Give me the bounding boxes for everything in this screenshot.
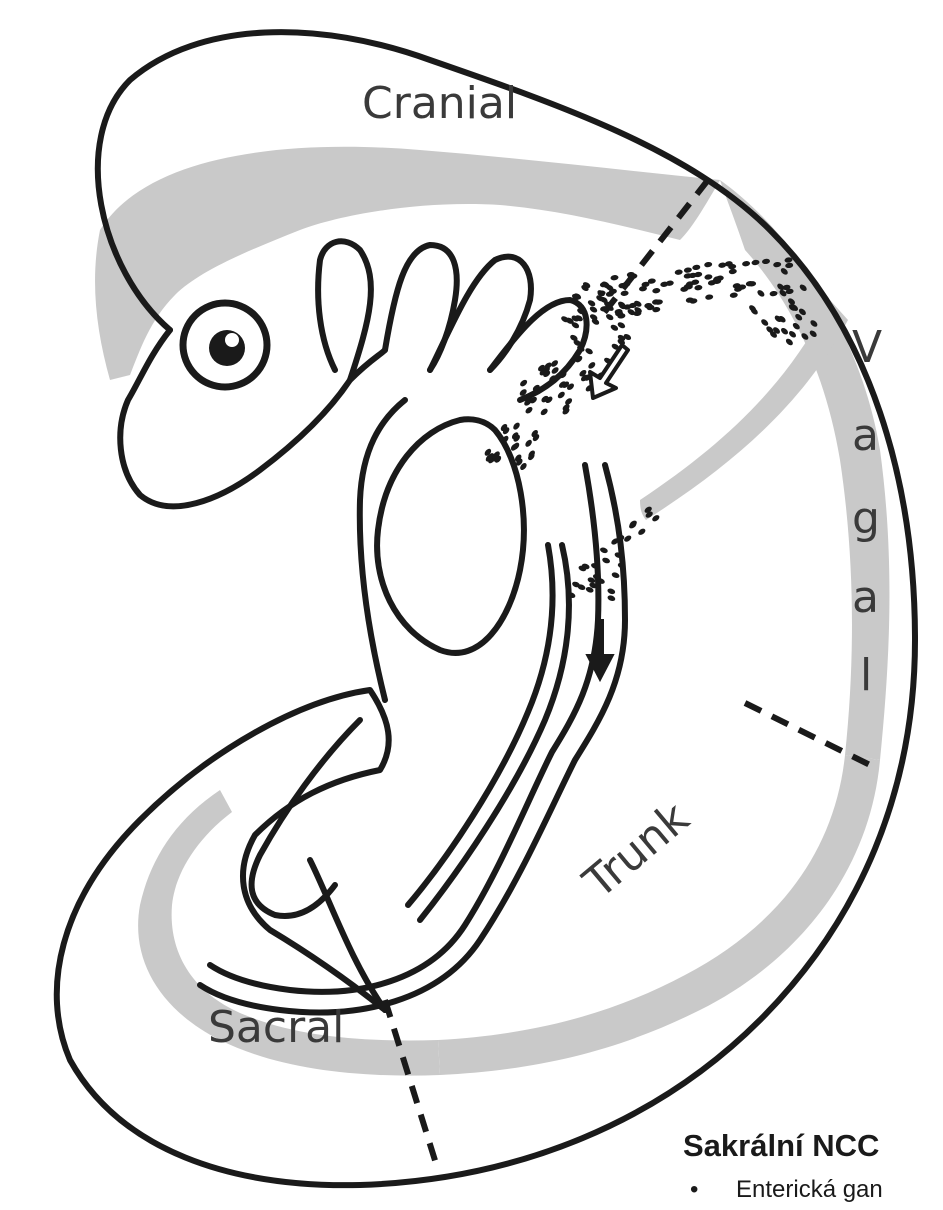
ncc-dot [519, 379, 528, 388]
open-migration-arrow [590, 345, 628, 398]
sacral-label: Sacral [208, 1002, 344, 1053]
ncc-dot [728, 268, 737, 274]
trunk-label: Trunk [574, 792, 700, 909]
pharyngeal-arch-2 [385, 245, 457, 370]
neck-line [360, 400, 405, 700]
ncc-dot [705, 294, 714, 300]
head-face-contour [120, 330, 385, 506]
ncc-dot [605, 313, 615, 322]
ncc-dot [617, 321, 627, 330]
ncc-dot [620, 290, 629, 296]
heart-bulge [377, 419, 524, 653]
cranial-label: Cranial [362, 78, 517, 129]
ncc-dot [512, 421, 521, 430]
ncc-dot [610, 323, 620, 332]
ncc-dot [607, 587, 616, 595]
neural-crest-band [95, 147, 889, 1076]
pharyngeal-arch-3 [430, 257, 531, 370]
ncc-dot [599, 546, 608, 554]
ncc-dot [557, 390, 566, 399]
slide-heading: Sakrální NCC [683, 1128, 879, 1164]
ncc-dot [524, 439, 533, 448]
tail-fold [252, 720, 360, 916]
vagal-letter-a1: a [852, 410, 879, 461]
vagal-letter-g: g [852, 493, 880, 544]
ncc-dot [587, 361, 596, 370]
trunk-sacral-boundary [385, 1000, 438, 1170]
ncc-dot [589, 305, 599, 314]
pharyngeal-arch-1 [318, 241, 371, 380]
ncc-dot [729, 292, 738, 298]
ncc-dot [637, 527, 647, 536]
migrating-neural-crest-cells [483, 257, 818, 602]
ncc-dot [760, 318, 769, 327]
bullet-marker: • [690, 1176, 736, 1204]
ncc-dot [610, 275, 619, 281]
eye-pupil [209, 330, 245, 366]
vagal-stream-band [640, 300, 848, 520]
bullet-text: Enterická gan [736, 1176, 883, 1203]
ncc-dot [539, 407, 548, 416]
ncc-dot [788, 330, 797, 339]
vagal-letter-a2: a [852, 572, 879, 623]
ncc-dot [692, 264, 701, 270]
ncc-dot [652, 288, 661, 294]
vagal-letter-l: l [860, 650, 872, 701]
ncc-dot [785, 337, 794, 346]
ncc-dot [674, 269, 683, 275]
ncc-dot [704, 274, 713, 280]
bullet-item: •Enterická gan [690, 1176, 883, 1204]
ncc-dot [611, 571, 620, 579]
ncc-dot [601, 557, 610, 565]
ncc-dot [769, 290, 778, 296]
ncc-dot [742, 261, 751, 267]
ncc-dot [524, 406, 533, 415]
ncc-dot [684, 267, 693, 273]
ncc-dot [694, 285, 703, 291]
ncc-dot [780, 327, 789, 336]
ncc-dot [587, 299, 597, 308]
ncc-dot [756, 289, 765, 298]
ncc-dot [623, 534, 633, 543]
ncc-dot [607, 594, 616, 602]
ncc-dot [584, 347, 594, 356]
ncc-dot [704, 261, 713, 267]
vagal-letter-v: V [852, 322, 882, 373]
